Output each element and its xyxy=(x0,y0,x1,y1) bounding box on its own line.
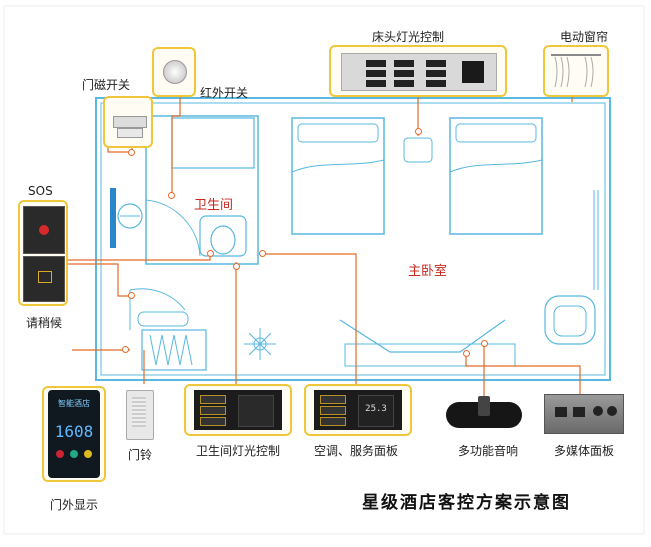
doorbell-device xyxy=(126,390,154,440)
please-wait-label: 请稍候 xyxy=(26,316,63,330)
bath-light-label: 卫生间灯光控制 xyxy=(196,444,281,458)
cleanup-icon xyxy=(70,450,78,458)
thermostat-display: 25.3 xyxy=(358,395,394,427)
door-sensor-device xyxy=(103,96,153,148)
diagram-title: 星级酒店客控方案示意图 xyxy=(362,493,571,513)
dock-icon xyxy=(478,396,490,416)
bed-light-label: 床头灯光控制 xyxy=(372,30,445,44)
ac-service-panel: 25.3 xyxy=(304,384,412,436)
service-key xyxy=(320,417,346,426)
connector-dot xyxy=(122,346,129,353)
switch-key xyxy=(366,70,386,77)
doorbell-icon xyxy=(84,450,92,458)
door-sensor-label: 门磁开关 xyxy=(82,78,131,92)
switch-key xyxy=(200,395,226,404)
port-icon xyxy=(573,407,585,417)
switch-key xyxy=(394,80,414,87)
bathroom-label: 卫生间 xyxy=(188,192,240,215)
dnd-icon xyxy=(56,450,64,458)
ir-switch-label: 红外开关 xyxy=(200,86,249,100)
doorbell-label: 门铃 xyxy=(128,448,153,462)
sos-label: SOS xyxy=(28,184,53,198)
switch-key xyxy=(426,70,446,77)
please-wait-button xyxy=(23,256,65,302)
socket-icon xyxy=(462,61,484,83)
switch-key xyxy=(366,60,386,67)
av-port-icon xyxy=(593,406,603,416)
door-display-label: 门外显示 xyxy=(50,498,99,512)
curtain-device xyxy=(543,45,609,97)
magnet-icon xyxy=(113,116,147,128)
sos-button xyxy=(23,206,65,254)
av-port-icon xyxy=(607,406,617,416)
curtain-label: 电动窗帘 xyxy=(560,30,609,44)
port-icon xyxy=(555,407,567,417)
media-panel xyxy=(544,394,624,434)
switch-key xyxy=(366,80,386,87)
door-display-screen: 智能酒店 1608 xyxy=(48,390,100,478)
speaker-label: 多功能音响 xyxy=(458,444,519,458)
bath-light-panel xyxy=(184,384,292,436)
service-key xyxy=(320,406,346,415)
media-panel-label: 多媒体面板 xyxy=(554,444,615,458)
switch-key xyxy=(426,80,446,87)
connector-dot xyxy=(415,128,422,135)
switch-key xyxy=(200,406,226,415)
switch-key xyxy=(394,60,414,67)
touch-panel-icon xyxy=(238,395,274,427)
ir-switch-device xyxy=(152,47,196,97)
sos-panel-frame xyxy=(18,200,68,306)
sensor-icon xyxy=(117,128,143,138)
bell-icon xyxy=(38,271,52,283)
connector-dot xyxy=(128,149,135,156)
connector-dot xyxy=(259,250,266,257)
ir-sensor-icon xyxy=(163,60,187,84)
ac-panel-label: 空调、服务面板 xyxy=(314,444,399,458)
speaker-device xyxy=(446,396,522,432)
speaker-grille-icon xyxy=(132,397,146,427)
bed-light-panel xyxy=(329,45,507,97)
connector-dot xyxy=(463,350,470,357)
connector-dot xyxy=(168,192,175,199)
connector-dot xyxy=(481,340,488,347)
connector-dot xyxy=(233,263,240,270)
switch-key xyxy=(200,417,226,426)
curtain-icon xyxy=(551,54,601,88)
switch-key xyxy=(426,60,446,67)
connector-dot xyxy=(128,292,135,299)
room-number: 1608 xyxy=(54,422,94,441)
sos-icon xyxy=(39,225,49,235)
door-display-frame: 智能酒店 1608 xyxy=(42,386,106,482)
connector-dot xyxy=(207,250,214,257)
service-key xyxy=(320,395,346,404)
temperature-readout: 25.3 xyxy=(365,404,387,414)
switch-key xyxy=(394,70,414,77)
master-bedroom-label: 主卧室 xyxy=(402,258,454,281)
hotel-brand: 智能酒店 xyxy=(58,399,90,408)
